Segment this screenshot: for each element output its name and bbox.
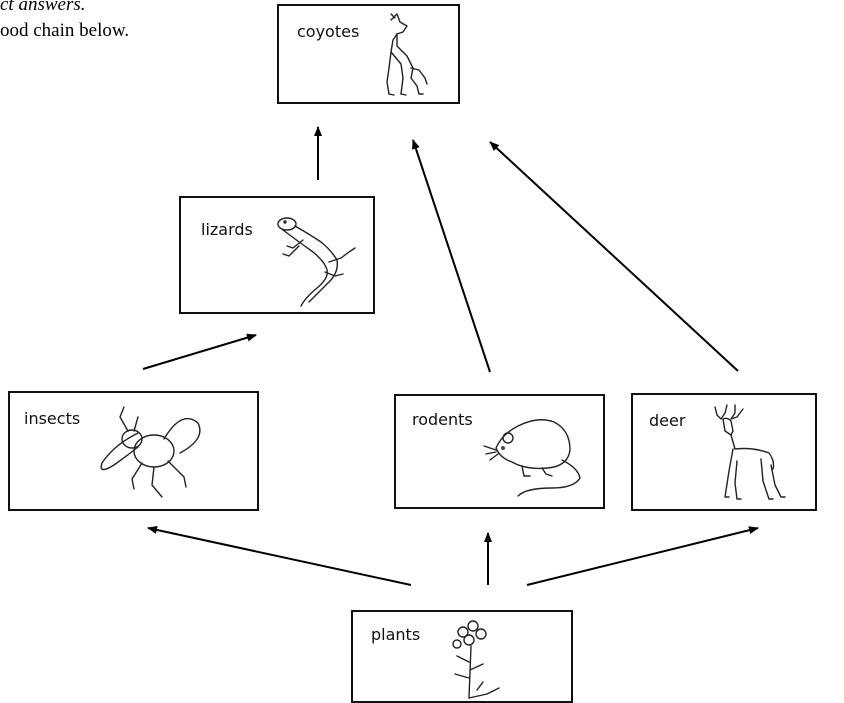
flowering-plant-icon — [452, 620, 500, 699]
insects-label: insects — [24, 409, 81, 428]
deer-box: deer — [631, 393, 817, 511]
lizards-box: lizards — [179, 196, 375, 314]
coyotes-label: coyotes — [297, 22, 360, 41]
lizard-icon — [277, 217, 356, 307]
howling-coyote-icon — [386, 13, 428, 96]
arrow-insects-to-lizards — [142, 333, 257, 370]
arrow-deer-to-coyotes — [489, 141, 739, 372]
coyotes-box: coyotes — [277, 4, 460, 104]
rodents-box: rodents — [394, 394, 605, 509]
insects-box: insects — [8, 391, 259, 511]
arrow-plants-to-deer — [526, 526, 759, 586]
deer-icon — [714, 404, 786, 500]
plants-label: plants — [371, 625, 421, 644]
deer-label: deer — [649, 411, 686, 430]
plants-box: plants — [351, 610, 573, 703]
instruction-line-1: ct answers. — [0, 0, 86, 15]
beetle-icon — [100, 406, 201, 498]
arrow-rodents-to-coyotes — [412, 139, 491, 373]
lizards-label: lizards — [201, 220, 253, 239]
mouse-icon — [483, 419, 581, 497]
arrow-plants-to-insects — [147, 525, 412, 586]
rodents-label: rodents — [412, 410, 473, 429]
instruction-line-2: ood chain below. — [0, 20, 130, 41]
